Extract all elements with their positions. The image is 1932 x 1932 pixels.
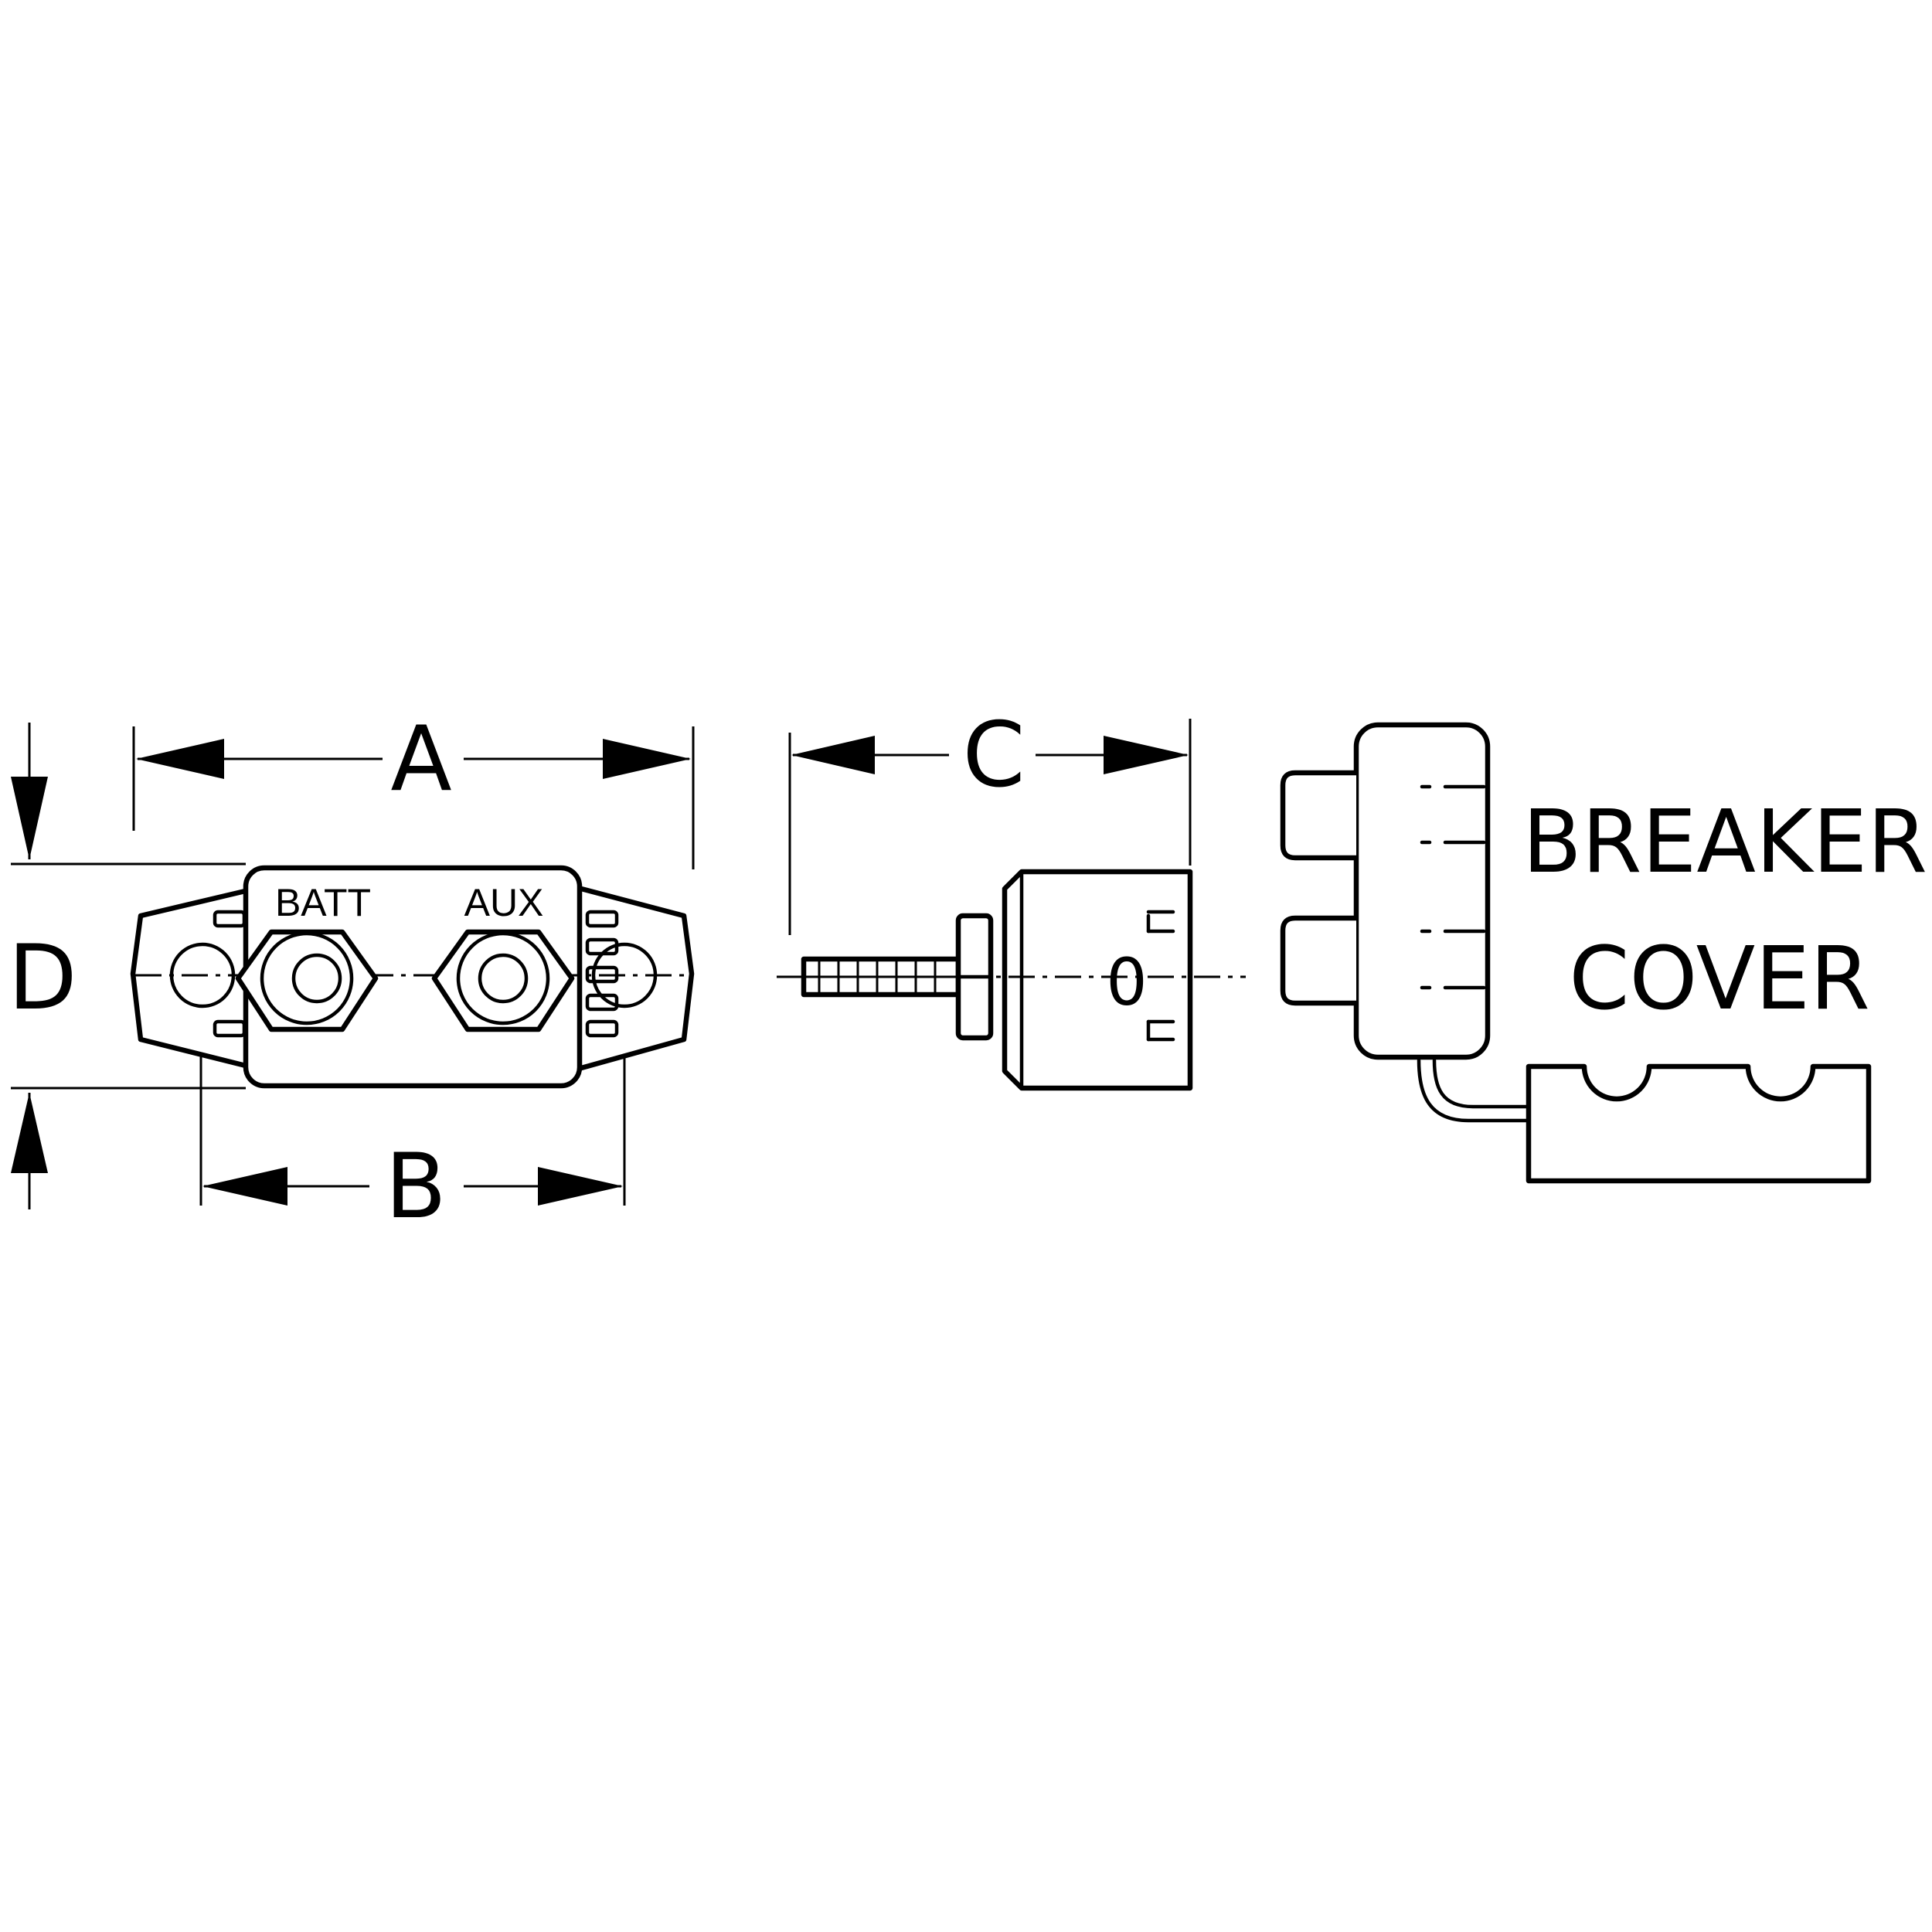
cover-hidden-lines	[1420, 784, 1486, 990]
cover-label: COVER	[1569, 929, 1870, 1029]
dimension-d-label: D	[8, 926, 77, 1030]
cover-base	[1526, 1063, 1872, 1184]
dimension-b: B	[199, 975, 626, 1239]
cover-plug-bottom	[1280, 915, 1356, 1006]
cover-cap	[1353, 722, 1491, 1060]
dimension-a: A	[132, 707, 695, 869]
reset-mark: 0	[1106, 944, 1147, 1020]
aux-terminal-label: AUX	[464, 881, 544, 924]
front-view: A D B	[8, 707, 695, 1239]
breaker-body-side	[1002, 869, 1193, 1091]
batt-terminal-label: BATT	[275, 881, 371, 924]
cover-plug-top	[1280, 770, 1356, 861]
breaker-cover: BREAKER COVER	[1280, 722, 1927, 1184]
aux-terminal-nut	[431, 929, 575, 1032]
cover-tether	[1417, 1058, 1536, 1123]
dimension-c: C	[788, 703, 1192, 935]
dimension-c-label: C	[963, 703, 1026, 808]
side-view: C	[777, 703, 1246, 1091]
vent-slots	[213, 910, 619, 1038]
dimension-d: D	[8, 723, 246, 1209]
dimension-a-label: A	[390, 707, 451, 811]
batt-terminal-nut	[235, 929, 379, 1032]
breaker-label: BREAKER	[1522, 792, 1927, 893]
dimension-b-label: B	[385, 1134, 447, 1239]
